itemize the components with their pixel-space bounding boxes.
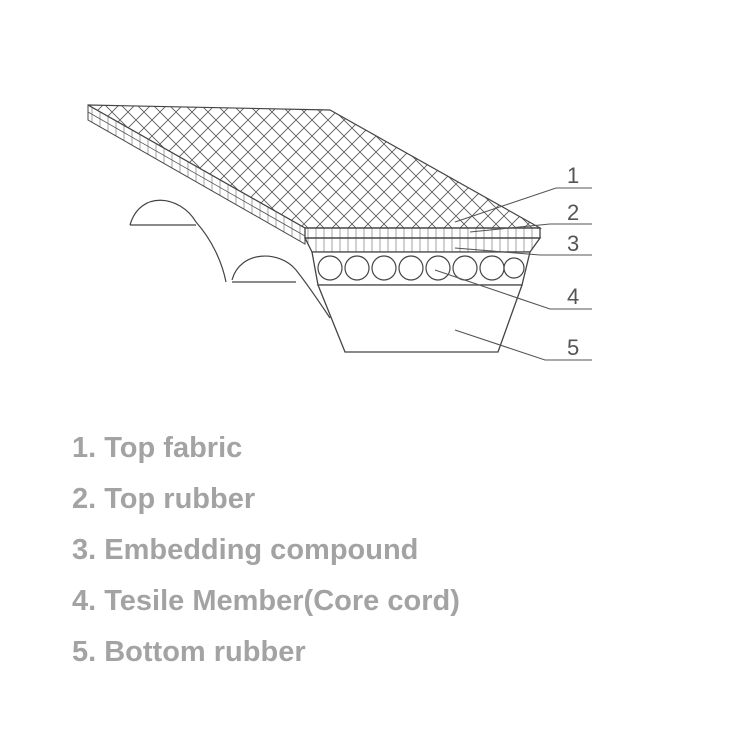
top-fabric-surface: [87, 104, 543, 245]
belt-back-arches: [129, 199, 331, 319]
callout-2: 2: [567, 200, 579, 225]
legend-item-embedding-compound: 3. Embedding compound: [72, 534, 419, 566]
callout-3: 3: [567, 231, 579, 256]
callout-leaders: [434, 187, 592, 361]
tensile-cords: [317, 255, 525, 281]
callout-5: 5: [567, 335, 579, 360]
belt-front-section: [303, 227, 542, 353]
layer-legend: 1. Top fabric 2. Top rubber 3. Embedding…: [72, 426, 460, 681]
legend-item-top-rubber: 2. Top rubber: [72, 483, 256, 515]
callout-1: 1: [567, 163, 579, 188]
legend-item-top-fabric: 1. Top fabric: [72, 432, 243, 464]
legend-item-tensile-member: 4. Tesile Member(Core cord): [72, 585, 460, 617]
v-belt-cross-section-diagram: 1 2 3 4 5: [87, 104, 592, 361]
callout-4: 4: [567, 284, 579, 309]
legend-item-bottom-rubber: 5. Bottom rubber: [72, 636, 306, 668]
